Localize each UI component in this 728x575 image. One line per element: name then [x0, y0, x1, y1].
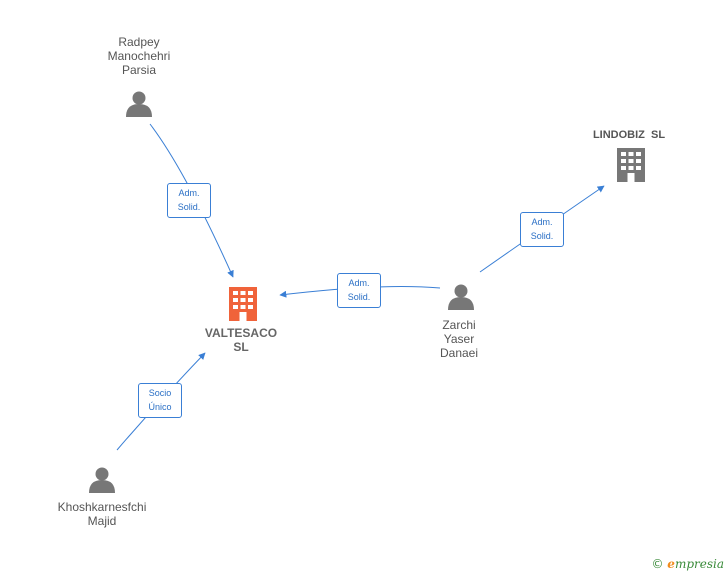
person-icon[interactable] [448, 284, 474, 311]
node-label-line: Manochehri [107, 49, 171, 63]
edge-label-line: Socio [148, 388, 172, 398]
edge-label-khosh-valtesaco: Socio Único [138, 383, 182, 418]
edge-label-line: Único [148, 402, 172, 412]
edge-label-line: Adm. [531, 217, 553, 227]
edge-label-line: Solid. [177, 202, 201, 212]
node-label-zarchi[interactable]: Zarchi Yaser Danaei [419, 318, 499, 360]
building-icon[interactable] [229, 287, 257, 321]
person-icon[interactable] [126, 91, 152, 118]
edge-label-zarchi-lindobiz: Adm. Solid. [520, 212, 564, 247]
edge-label-line: Adm. [348, 278, 370, 288]
brand-name: mpresia [674, 557, 724, 571]
node-label-valtesaco[interactable]: VALTESACO SL [191, 326, 291, 354]
node-label-lindobiz[interactable]: LINDOBIZ SL [579, 128, 679, 142]
edge-label-line: Solid. [530, 231, 554, 241]
node-label-line: Khoshkarnesfchi [57, 500, 147, 514]
node-label-line: LINDOBIZ SL [592, 129, 666, 141]
edge-label-line: Adm. [178, 188, 200, 198]
node-label-khoshkarnesfchi[interactable]: Khoshkarnesfchi Majid [42, 500, 162, 528]
node-label-line: Zarchi [442, 318, 476, 332]
node-label-line: Radpey [118, 35, 160, 49]
node-label-line: Yaser [443, 332, 475, 346]
node-label-line: VALTESACO [204, 326, 278, 340]
node-label-line: Parsia [121, 63, 156, 77]
node-label-line: Majid [87, 514, 117, 528]
node-label-radpey[interactable]: Radpey Manochehri Parsia [89, 35, 189, 77]
edge-label-radpey-valtesaco: Adm. Solid. [167, 183, 211, 218]
edge-label-line: Solid. [347, 292, 371, 302]
copyright-icon: © [651, 557, 664, 571]
node-label-line: SL [233, 340, 249, 354]
person-icon[interactable] [89, 467, 115, 494]
building-icon[interactable] [617, 148, 645, 182]
brand-initial: e [667, 557, 675, 571]
node-label-line: Danaei [439, 346, 479, 360]
edge-label-zarchi-valtesaco: Adm. Solid. [337, 273, 381, 308]
brand-footer[interactable]: © empresia [651, 557, 724, 571]
